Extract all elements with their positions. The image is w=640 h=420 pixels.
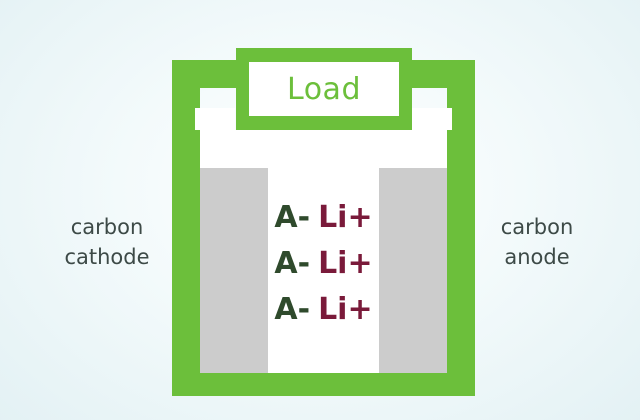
ion-pair: A- Li+: [268, 292, 379, 338]
ion-pair: A- Li+: [268, 246, 379, 292]
anode-label-line-2: anode: [504, 245, 570, 269]
cathode-label: carbon cathode: [52, 212, 162, 272]
cation-label: Li+: [318, 246, 373, 281]
ion-pair: A- Li+: [268, 200, 379, 246]
anode-electrode: [379, 168, 447, 373]
anion-label: A-: [274, 246, 311, 281]
cathode-electrode: [200, 168, 268, 373]
anode-label: carbon anode: [487, 212, 587, 272]
anode-label-line-1: carbon: [500, 215, 574, 239]
cathode-label-line-1: carbon: [70, 215, 144, 239]
frame-notch-right: [412, 108, 452, 130]
cation-label: Li+: [318, 292, 373, 327]
anion-label: A-: [274, 292, 311, 327]
ion-pairs: A- Li+ A- Li+ A- Li+: [268, 200, 379, 338]
load-label: Load: [287, 71, 361, 107]
anion-label: A-: [274, 200, 311, 235]
cation-label: Li+: [318, 200, 373, 235]
cathode-label-line-2: cathode: [64, 245, 150, 269]
frame-notch-left: [195, 108, 235, 130]
cell-base: [172, 373, 475, 396]
load-box-inner: Load: [249, 62, 399, 116]
